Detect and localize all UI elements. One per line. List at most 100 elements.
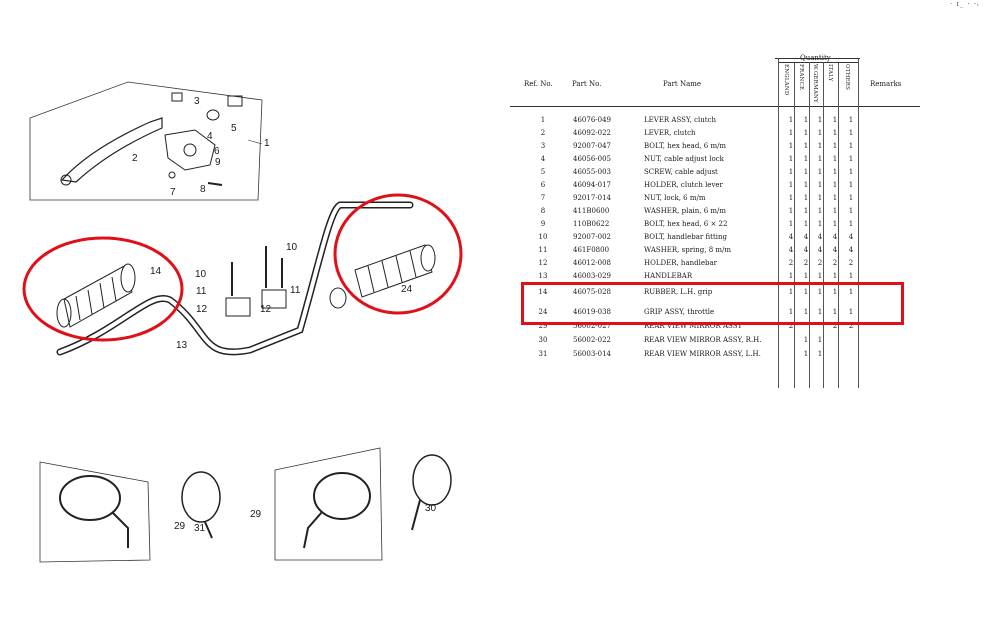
quantity-cell: 1: [848, 116, 854, 124]
parts-diagram: [22, 81, 463, 563]
ref-no-cell: 29: [538, 322, 548, 330]
throttle-grip-highlight: [333, 193, 463, 315]
part-no-cell: 46076-049: [573, 116, 611, 124]
callout-12a: 12: [196, 304, 208, 315]
callout-3: 3: [194, 96, 200, 107]
ref-no-cell: 5: [540, 168, 546, 176]
ref-no-cell: 13: [538, 272, 548, 280]
ref-no-cell: 30: [538, 336, 548, 344]
col-rule: [838, 62, 839, 388]
quantity-cell: 1: [803, 308, 809, 316]
quantity-cell: 1: [803, 181, 809, 189]
quantity-cell: 4: [803, 233, 809, 241]
callout-29b: 29: [250, 509, 262, 520]
ref-no-cell: 3: [540, 142, 546, 150]
quantity-cell: 4: [788, 246, 794, 254]
quantity-cell: 4: [832, 246, 838, 254]
quantity-cell: 2: [832, 322, 838, 330]
part-no-cell: 46003-029: [573, 272, 611, 280]
ref-no-cell: 10: [538, 233, 548, 241]
ref-no-cell: 6: [540, 181, 546, 189]
part-no-cell: 461F0800: [573, 246, 610, 254]
callout-5: 5: [231, 123, 237, 134]
quantity-rule: [778, 62, 858, 63]
quantity-cell: 1: [817, 168, 823, 176]
part-name-cell: GRIP ASSY, throttle: [644, 308, 715, 316]
part-name-cell: BOLT, hex head, 6 m/m: [644, 142, 727, 150]
callout-13: 13: [176, 340, 188, 351]
callout-14: 14: [150, 266, 162, 277]
callout-29a: 29: [174, 521, 186, 532]
quantity-cell: 1: [848, 142, 854, 150]
mirror-31-part: [181, 471, 221, 523]
part-no-cell: 92007-047: [573, 142, 611, 150]
callout-12b: 12: [260, 304, 272, 315]
quantity-cell: 4: [832, 233, 838, 241]
quantity-cell: 1: [817, 194, 823, 202]
part-name-cell: RUBBER, L.H. grip: [644, 288, 713, 296]
quantity-cell: 1: [788, 308, 794, 316]
header-quantity: Quantity: [800, 54, 831, 62]
callout-10b: 10: [195, 269, 207, 280]
ref-no-cell: 7: [540, 194, 546, 202]
quantity-cell: 1: [848, 194, 854, 202]
quantity-cell: 1: [832, 194, 838, 202]
quantity-cell: 1: [788, 155, 794, 163]
quantity-cell: 1: [788, 220, 794, 228]
quantity-cell: 2: [788, 322, 794, 330]
quantity-cell: 1: [803, 142, 809, 150]
quantity-cell: 1: [832, 272, 838, 280]
callout-4: 4: [207, 131, 213, 142]
part-no-cell: 46055-003: [573, 168, 611, 176]
quantity-cell: 2: [817, 259, 823, 267]
quantity-cell: 1: [817, 155, 823, 163]
quantity-cell: 1: [803, 288, 809, 296]
header-bottom-rule: [510, 106, 920, 107]
ref-no-cell: 1: [540, 116, 546, 124]
ref-no-cell: 11: [538, 246, 548, 254]
part-name-cell: BOLT, hex head, 6 × 22: [644, 220, 728, 228]
quantity-cell: 2: [803, 259, 809, 267]
callout-labels: 1 2 3 4 5 6 7 8 9 10 10 11 11 12 12 13 1…: [132, 96, 437, 534]
handlebar-holder-left: [225, 297, 251, 317]
quantity-cell: 1: [817, 288, 823, 296]
quantity-cell: 1: [803, 194, 809, 202]
quantity-cell: 2: [848, 322, 854, 330]
quantity-cell: 1: [788, 116, 794, 124]
ref-no-cell: 24: [538, 308, 548, 316]
quantity-cell: 1: [832, 207, 838, 215]
part-no-cell: 46094-017: [573, 181, 611, 189]
quantity-cell: 1: [817, 272, 823, 280]
quantity-cell: 1: [817, 350, 823, 358]
quantity-cell: 1: [832, 129, 838, 137]
part-name-cell: SCREW, cable adjust: [644, 168, 718, 176]
callout-30: 30: [425, 503, 437, 514]
region-others: OTHERS: [844, 64, 850, 91]
part-name-cell: NUT, lock, 6 m/m: [644, 194, 706, 202]
quantity-cell: 4: [817, 233, 823, 241]
quantity-cell: 4: [803, 246, 809, 254]
callout-10a: 10: [286, 242, 298, 253]
quantity-cell: 4: [848, 233, 854, 241]
part-no-cell: 46075-028: [573, 288, 611, 296]
quantity-cell: 1: [832, 155, 838, 163]
quantity-cell: 1: [803, 207, 809, 215]
quantity-cell: 1: [817, 116, 823, 124]
part-name-cell: LEVER ASSY, clutch: [644, 116, 717, 124]
header-part-no: Part No.: [572, 80, 602, 88]
part-name-cell: LEVER, clutch: [644, 129, 696, 137]
callout-11b: 11: [196, 286, 207, 297]
callout-8: 8: [200, 184, 206, 195]
quantity-cell: 1: [848, 308, 854, 316]
region-england: ENGLAND: [783, 64, 789, 96]
callout-2: 2: [132, 153, 138, 164]
part-no-cell: 46012-008: [573, 259, 611, 267]
